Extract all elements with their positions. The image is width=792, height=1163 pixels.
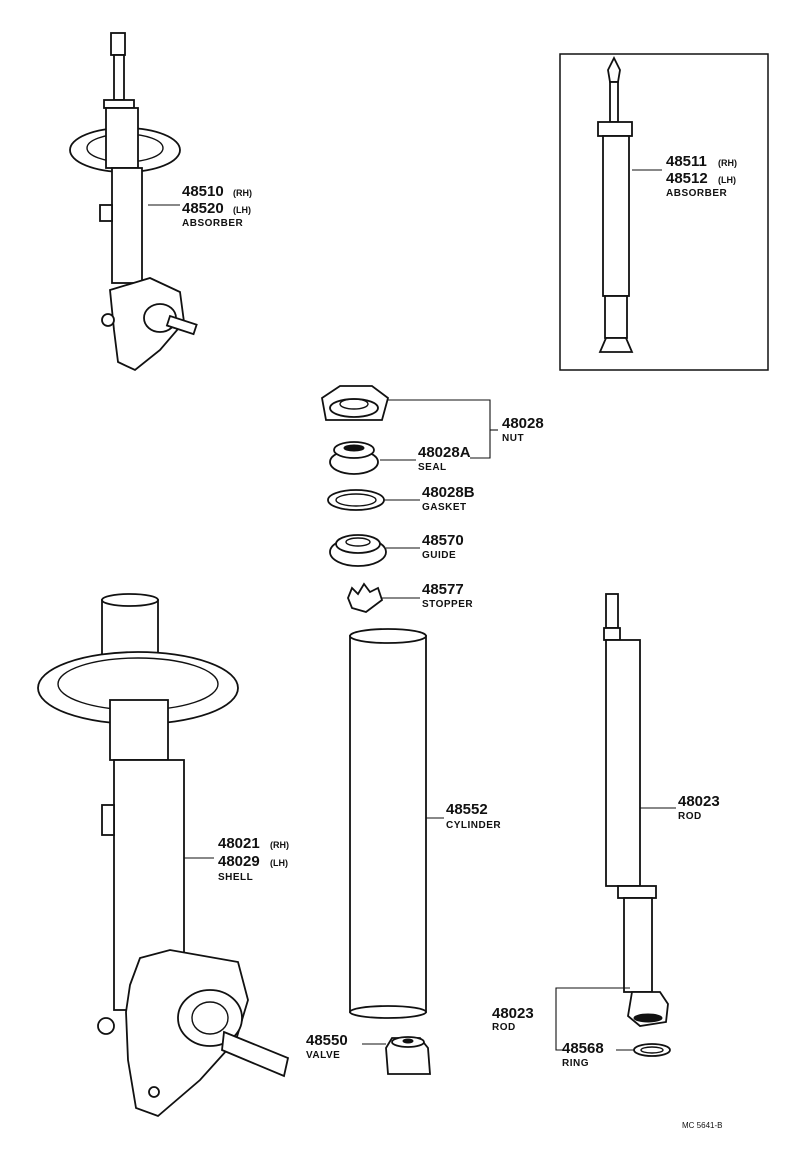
valve-name-label: VALVE [306, 1050, 340, 1061]
gasket-part-number: 48028B [422, 484, 475, 501]
shell-rh-part-number: 48021 [218, 835, 260, 852]
absorber-name-label: ABSORBER [182, 218, 244, 229]
rod-lower-part-number: 48023 [492, 1005, 534, 1022]
absorber-assembly-drawing [69, 32, 198, 372]
gasket-name-label: GASKET [422, 502, 467, 513]
nut-name-label: NUT [502, 433, 524, 444]
guide-name-label: GUIDE [422, 550, 456, 561]
rod-upper-part-number: 48023 [678, 793, 720, 810]
shell-lh-part-number: 48029 [218, 853, 260, 870]
guide-part-number: 48570 [422, 532, 464, 549]
nut-part-number: 48028 [502, 415, 544, 432]
nut-drawing [321, 385, 390, 421]
seal-name-label: SEAL [418, 462, 447, 473]
inset-absorber-lh-part-number: 48512 [666, 170, 708, 187]
absorber-lh-suffix: (LH) [233, 205, 251, 215]
rod-lower-name-label: ROD [492, 1022, 516, 1033]
inset-absorber-lh-suffix: (LH) [718, 175, 736, 185]
valve-drawing [385, 1036, 431, 1075]
shell-drawing [37, 593, 290, 1118]
ring-name-label: RING [562, 1058, 589, 1069]
stopper-part-number: 48577 [422, 581, 464, 598]
cylinder-drawing [349, 628, 427, 1019]
cylinder-name-label: CYLINDER [446, 820, 501, 831]
cylinder-part-number: 48552 [446, 801, 488, 818]
ring-drawing [633, 1043, 671, 1057]
guide-drawing [329, 534, 387, 567]
stopper-name-label: STOPPER [422, 599, 473, 610]
absorber-rh-suffix: (RH) [233, 188, 252, 198]
rod-upper-name-label: ROD [678, 811, 702, 822]
absorber-rh-part-number: 48510 [182, 183, 224, 200]
inset-absorber-name-label: ABSORBER [666, 188, 728, 199]
gasket-drawing [327, 489, 385, 511]
inset-absorber-rh-part-number: 48511 [666, 153, 707, 170]
absorber-inset-drawing [597, 55, 634, 353]
shell-name-label: SHELL [218, 872, 253, 883]
stopper-drawing [347, 582, 384, 613]
inset-absorber-rh-suffix: (RH) [718, 158, 737, 168]
diagram-code: MC 5641-B [682, 1121, 722, 1130]
valve-part-number: 48550 [306, 1032, 348, 1049]
absorber-lh-part-number: 48520 [182, 200, 224, 217]
ring-part-number: 48568 [562, 1040, 604, 1057]
shell-rh-suffix: (RH) [270, 840, 289, 850]
inset-frame [559, 53, 769, 371]
seal-drawing [329, 441, 379, 475]
seal-part-number: 48028A [418, 444, 471, 461]
shell-lh-suffix: (LH) [270, 858, 288, 868]
rod-drawing [603, 593, 669, 1027]
